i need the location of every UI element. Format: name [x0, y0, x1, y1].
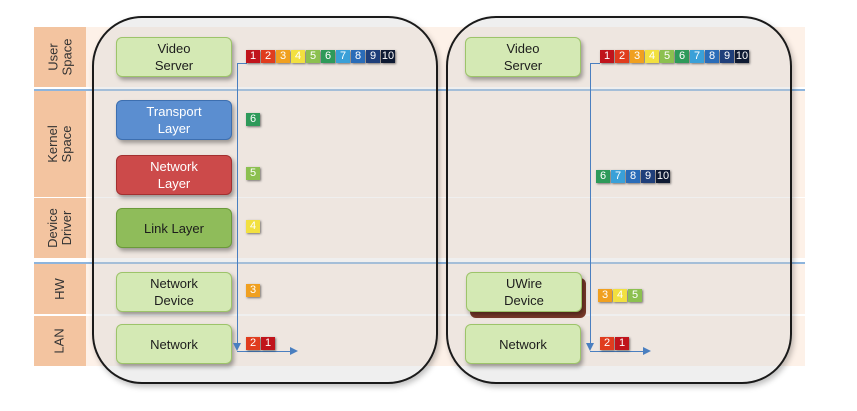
right-flow-bottom: [590, 351, 645, 352]
packet-chip: 3: [276, 50, 290, 63]
packets-left-transport: 6: [246, 113, 260, 126]
network-layer-box: Network Layer: [116, 155, 232, 195]
network-device-box: Network Device: [116, 272, 232, 312]
packet-chip: 5: [660, 50, 674, 63]
left-network-box: Network: [116, 324, 232, 364]
packet-chip: 6: [321, 50, 335, 63]
packet-chip: 3: [630, 50, 644, 63]
row-label-bg-kernel: [34, 91, 86, 197]
packet-chip: 1: [261, 337, 275, 350]
packet-chip: 3: [246, 284, 260, 297]
packet-chip: 1: [600, 50, 614, 63]
packet-chip: 8: [626, 170, 640, 183]
packet-chip: 2: [600, 337, 614, 350]
separator-driver-hw: [34, 262, 805, 264]
packet-chip: 9: [366, 50, 380, 63]
left-video-server-box: Video Server: [116, 37, 232, 77]
packet-chip: 6: [596, 170, 610, 183]
packet-chip: 6: [246, 113, 260, 126]
packet-chip: 2: [615, 50, 629, 63]
packet-chip: 1: [615, 337, 629, 350]
packet-chip: 7: [611, 170, 625, 183]
row-label-lan: LAN: [51, 328, 67, 354]
packet-chip: 4: [645, 50, 659, 63]
row-label-bg-driver: [34, 198, 86, 258]
right-panel: [446, 16, 792, 384]
right-arrow-down: [586, 343, 594, 351]
packet-chip: 9: [720, 50, 734, 63]
packet-chip: 2: [246, 337, 260, 350]
row-label-bg-lan: [34, 316, 86, 366]
uwire-device-box: UWire Device: [466, 272, 582, 312]
row-label-bg-hw: [34, 264, 86, 314]
row-label-hw: HW: [51, 278, 67, 300]
right-network-box: Network: [465, 324, 581, 364]
packet-chip: 3: [598, 289, 612, 302]
packet-chip: 10: [656, 170, 670, 183]
packet-chip: 5: [246, 167, 260, 180]
packets-left-link: 4: [246, 220, 260, 233]
link-layer-box: Link Layer: [116, 208, 232, 248]
right-video-server-box: Video Server: [465, 37, 581, 77]
left-arrow-down: [233, 343, 241, 351]
left-panel: [92, 16, 438, 384]
right-flow-line: [590, 64, 591, 349]
row-label-kernel-space: Kernel Space: [45, 125, 74, 163]
packet-chip: 1: [246, 50, 260, 63]
packet-chip: 10: [735, 50, 749, 63]
row-label-user-space: User Space: [45, 38, 74, 76]
packet-chip: 8: [705, 50, 719, 63]
left-flow-line: [237, 64, 238, 349]
packets-left-hw: 3: [246, 284, 260, 297]
packet-chip: 2: [261, 50, 275, 63]
packet-chip: 10: [381, 50, 395, 63]
transport-layer-box: Transport Layer: [116, 100, 232, 140]
packet-chip: 7: [336, 50, 350, 63]
packet-chip: 6: [675, 50, 689, 63]
packet-chip: 7: [690, 50, 704, 63]
left-flow-bottom: [237, 351, 292, 352]
packet-chip: 9: [641, 170, 655, 183]
separator-user-kernel: [34, 89, 805, 91]
right-flow-top: [590, 63, 600, 64]
packet-chip: 4: [246, 220, 260, 233]
left-arrow-right: [290, 347, 298, 355]
packets-left-network: 5: [246, 167, 260, 180]
left-flow-top: [237, 63, 247, 64]
packet-chip: 4: [613, 289, 627, 302]
row-label-bg-user: [34, 27, 86, 87]
packet-chip: 5: [306, 50, 320, 63]
right-arrow-right: [643, 347, 651, 355]
packet-chip: 8: [351, 50, 365, 63]
row-label-device-driver: Device Driver: [45, 208, 74, 248]
packet-chip: 4: [291, 50, 305, 63]
packet-chip: 5: [628, 289, 642, 302]
